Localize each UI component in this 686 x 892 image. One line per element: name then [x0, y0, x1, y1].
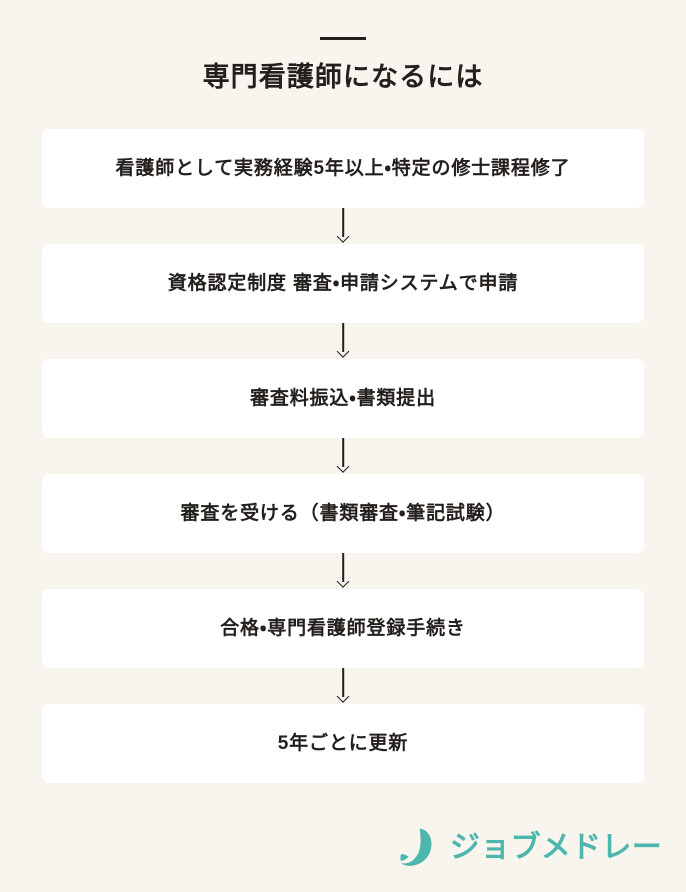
flow-step-box: 審査を受ける（書類審査・筆記試験）: [42, 474, 644, 554]
flow-step: 5年ごとに更新: [42, 704, 644, 784]
flow-step-label: 合格・専門看護師登録手続き: [220, 617, 466, 639]
flow-step-box: 合格・専門看護師登録手続き: [42, 589, 644, 669]
title-divider: [320, 37, 366, 40]
flow-step-box: 審査料振込・書類提出: [42, 359, 644, 439]
arrow-down-icon: [328, 438, 358, 474]
brand-logo: ジョブメドレー: [399, 826, 662, 870]
flow-step-label: 5年ごとに更新: [277, 732, 409, 754]
page-title: 専門看護師になるには: [202, 62, 484, 92]
page-header: 専門看護師になるには: [0, 0, 686, 93]
flow-step: 審査を受ける（書類審査・筆記試験）: [42, 474, 644, 589]
brand-logo-text: ジョブメドレー: [449, 831, 662, 864]
flow-step-label: 審査を受ける（書類審査・筆記試験）: [180, 502, 506, 524]
flow-step-box: 看護師として実務経験5年以上・特定の修士課程修了: [42, 129, 644, 209]
flow-step-box: 5年ごとに更新: [42, 704, 644, 784]
flow-step: 資格認定制度 審査・申請システムで申請: [42, 244, 644, 359]
flow-step-box: 資格認定制度 審査・申請システムで申請: [42, 244, 644, 324]
flow-step: 看護師として実務経験5年以上・特定の修士課程修了: [42, 129, 644, 244]
flow-step: 審査料振込・書類提出: [42, 359, 644, 474]
flow-step-label: 審査料振込・書類提出: [249, 387, 436, 409]
flow-diagram: 看護師として実務経験5年以上・特定の修士課程修了 資格認定制度 審査・申請システ…: [42, 129, 644, 784]
flow-step-label: 看護師として実務経験5年以上・特定の修士課程修了: [115, 157, 571, 179]
arrow-down-icon: [328, 668, 358, 704]
arrow-down-icon: [328, 208, 358, 244]
crescent-moon-icon: [400, 828, 432, 866]
arrow-down-icon: [328, 323, 358, 359]
flow-step: 合格・専門看護師登録手続き: [42, 589, 644, 704]
flow-step-label: 資格認定制度 審査・申請システムで申請: [167, 272, 519, 294]
arrow-down-icon: [328, 553, 358, 589]
